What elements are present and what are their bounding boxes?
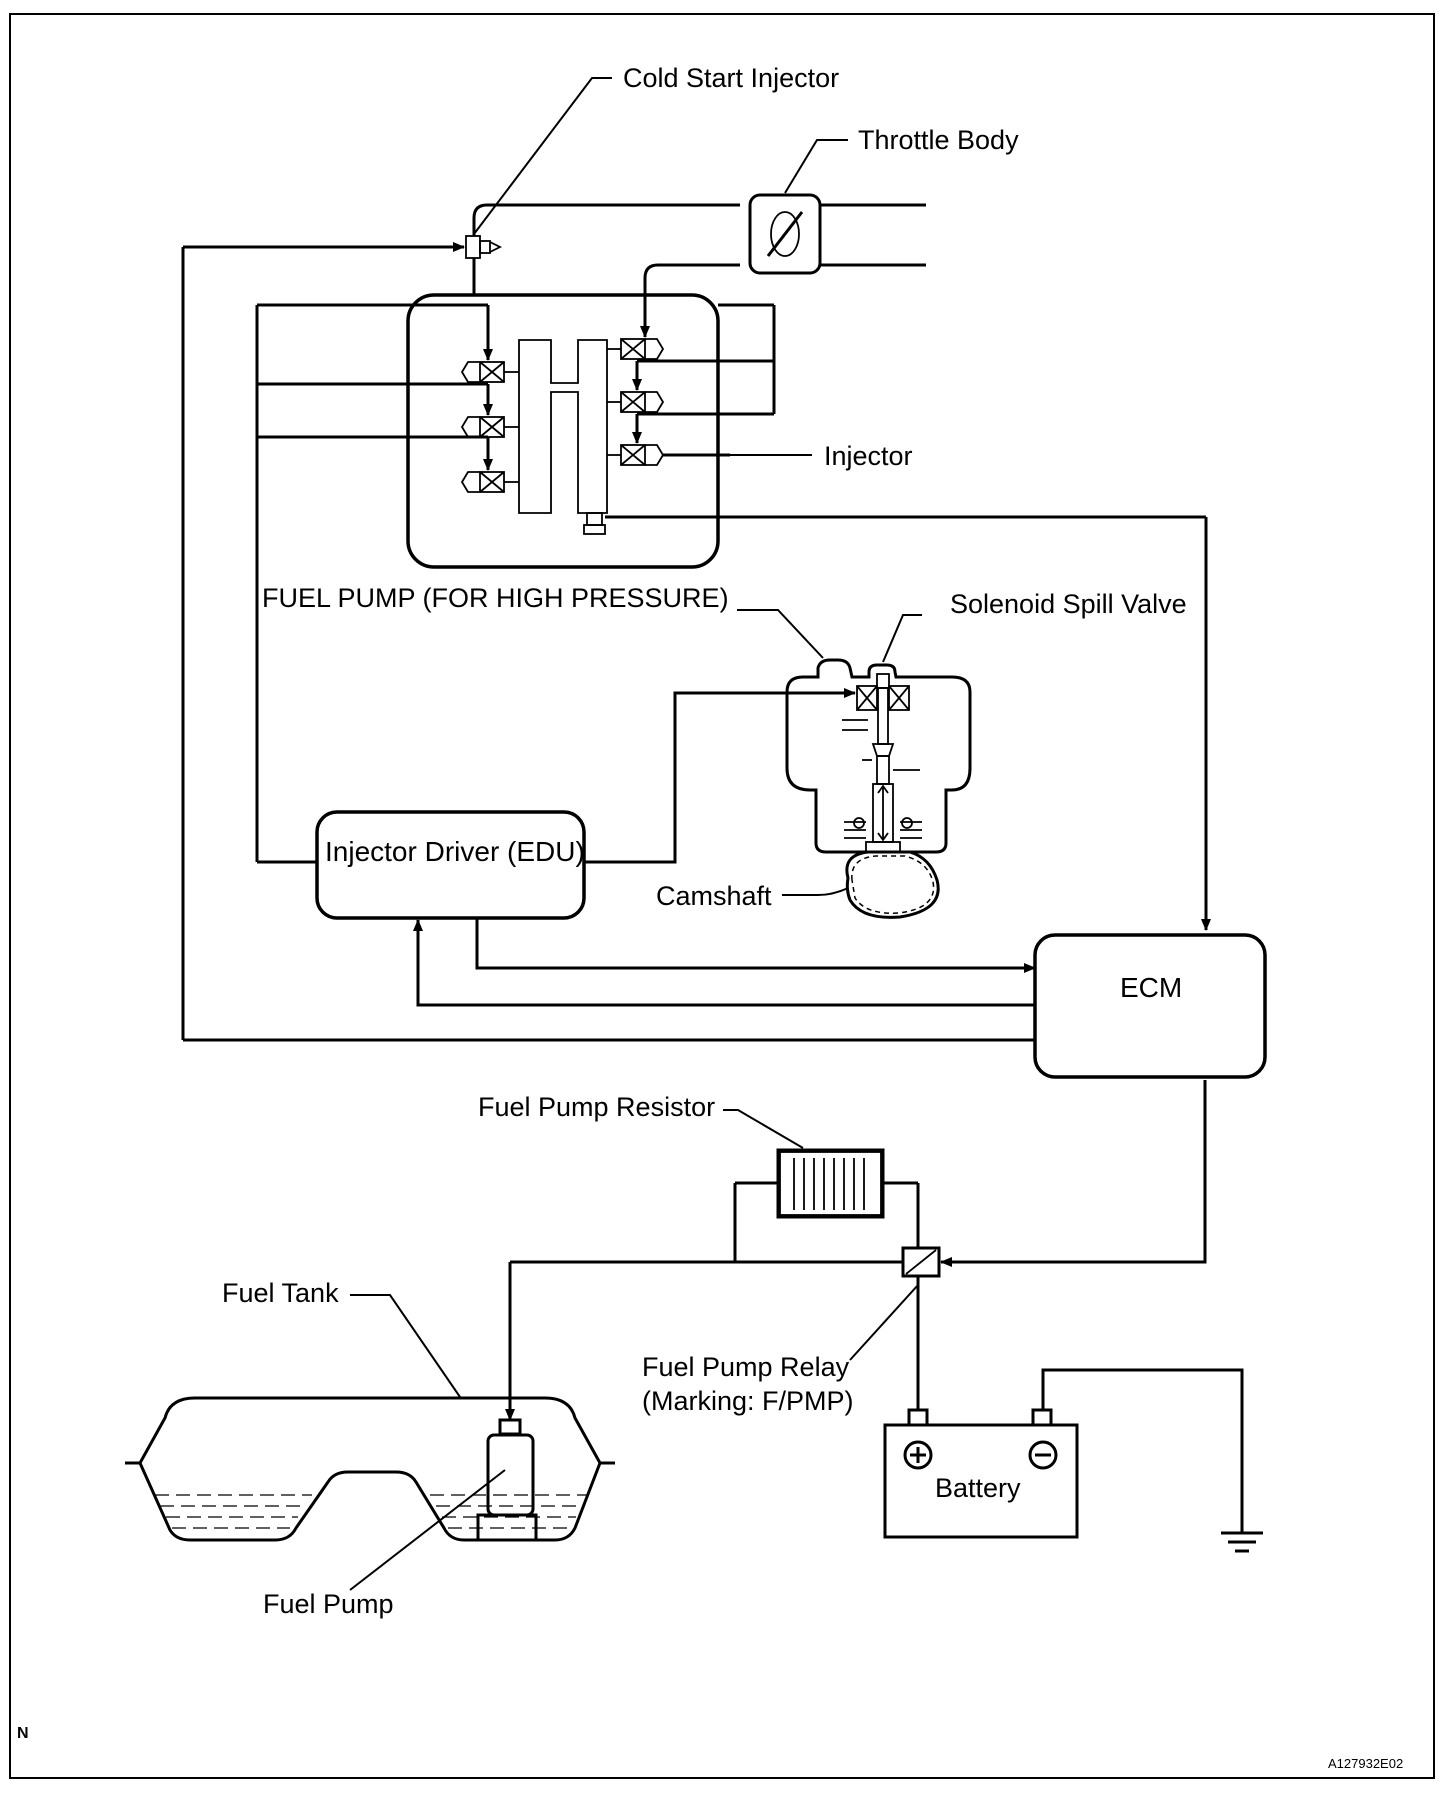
injector-right-2 [607,391,665,413]
fuel-pump-resistor-label: Fuel Pump Resistor [478,1092,715,1122]
fuel-pump-relay [505,1080,1207,1421]
fuel-pump-label: Fuel Pump [263,1589,394,1619]
fuel-tank [125,1294,615,1542]
throttle-body [748,139,926,275]
in-tank-fuel-pump [349,1418,538,1591]
fuel-pump-relay-marking-label: (Marking: F/PMP) [642,1386,854,1416]
injector-right-1 [607,338,665,360]
battery [883,1368,1263,1553]
ecm [1033,933,1267,1079]
high-pressure-fuel-pump [737,609,972,854]
corner-mark: N [17,1725,29,1742]
high-pressure-pump-label: FUEL PUMP (FOR HIGH PRESSURE) [262,583,729,613]
engine-block [255,263,1211,931]
solenoid-spill-valve-label: Solenoid Spill Valve [950,589,1187,619]
cold-start-injector [181,77,1035,1042]
page-border [9,13,1435,1779]
fuel-pump-resistor-circuit [723,1109,920,1262]
injector-label: Injector [824,441,913,471]
injector-right-3 [607,444,665,466]
injector-driver-edu [315,688,1036,1007]
cold-start-injector-label: Cold Start Injector [623,63,839,93]
ecm-label: ECM [1120,972,1182,1003]
injector-left-3 [460,471,519,493]
battery-label: Battery [935,1473,1021,1503]
throttle-body-label: Throttle Body [858,125,1019,155]
fuel-pump-relay-label: Fuel Pump Relay [642,1352,850,1382]
fuel-tank-label: Fuel Tank [222,1278,339,1308]
injector-left-1 [460,361,519,383]
camshaft [782,850,940,919]
camshaft-label: Camshaft [656,881,772,911]
injector-driver-label: Injector Driver (EDU) [325,836,585,867]
figure-id: A127932E02 [1328,1756,1403,1771]
